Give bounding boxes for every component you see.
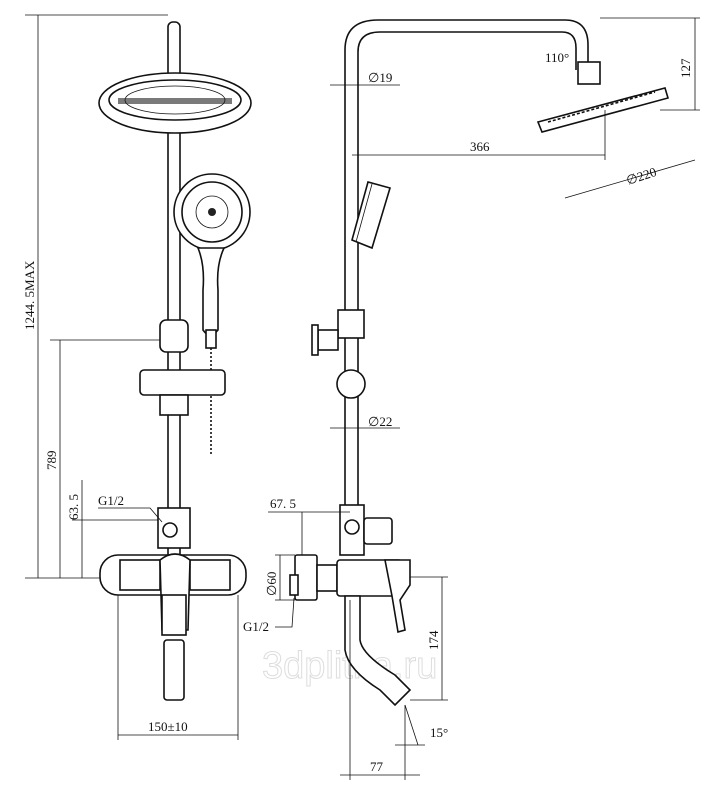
hand-shower-side <box>351 181 392 250</box>
side-bracket <box>337 309 365 339</box>
dim-pipe-upper-diameter: ∅19 <box>368 70 392 85</box>
dim-spout-angle: 15° <box>430 725 448 740</box>
front-view: 1244. 5MAX 789 63. 5 G1/2 150±10 <box>22 14 252 740</box>
dim-spout-reach: 77 <box>370 759 384 774</box>
dim-head-drop: 127 <box>678 58 693 78</box>
dim-center-distance: 150±10 <box>148 719 188 734</box>
head-shower-side <box>536 61 670 133</box>
dim-arm-reach: 366 <box>470 139 490 154</box>
dim-flange-diameter: ∅60 <box>264 572 279 596</box>
slide-bracket <box>139 369 226 396</box>
label-thread-front: G1/2 <box>98 493 124 508</box>
label-thread-side: G1/2 <box>243 619 269 634</box>
dim-arm-angle: 110° <box>545 50 569 65</box>
mixer-side <box>289 554 412 707</box>
dim-height-max: 1244. 5MAX <box>22 260 37 330</box>
upper-bracket <box>159 319 189 353</box>
side-knob <box>317 329 339 351</box>
dim-head-diameter: ∅220 <box>624 164 658 188</box>
head-shower-front <box>98 72 252 134</box>
slide-knob <box>336 369 366 399</box>
slide-collar <box>159 394 189 416</box>
hand-shower-front <box>173 173 251 456</box>
dim-pipe-lower-diameter: ∅22 <box>368 414 392 429</box>
side-view: 127 110° ∅19 366 ∅220 ∅22 67. 5 ∅60 G1/2… <box>243 17 700 780</box>
mixer-front <box>99 553 247 701</box>
dim-inlet-offset: 63. 5 <box>66 494 81 520</box>
dim-bracket-height: 789 <box>44 451 59 471</box>
dim-spout-height: 174 <box>426 630 441 650</box>
dim-diverter-offset: 67. 5 <box>270 496 296 511</box>
